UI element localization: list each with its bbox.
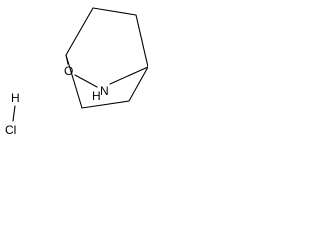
nitrogen-atom-label: N: [100, 84, 109, 98]
bond-oxygen-to-nitrogen: [74, 74, 98, 88]
bond-bottom: [81, 100, 130, 109]
bond-bottom-left-to-bridgehead-left: [65, 54, 83, 109]
chemical-structure-diagram: O N H H Cl: [5, 7, 148, 137]
salt-hydrogen-label: H: [11, 91, 20, 105]
hydrochloride-salt: H Cl: [5, 91, 20, 137]
bond-bridgehead-left-to-oxygen: [65, 54, 69, 65]
oxygen-atom-label: O: [64, 64, 73, 78]
bond-h-cl: [12, 105, 16, 122]
bond-bridgehead-left-to-top-left: [65, 7, 94, 56]
molecule-bonds: [65, 7, 148, 109]
bond-nitrogen-to-bridgehead-right: [109, 66, 148, 85]
bond-bridgehead-right-to-bottom-right: [128, 66, 148, 102]
bond-top-right-to-bridgehead-right: [135, 14, 148, 68]
nitrogen-hydrogen-label: H: [92, 89, 101, 103]
salt-chlorine-label: Cl: [5, 123, 16, 137]
bond-top: [92, 7, 137, 16]
